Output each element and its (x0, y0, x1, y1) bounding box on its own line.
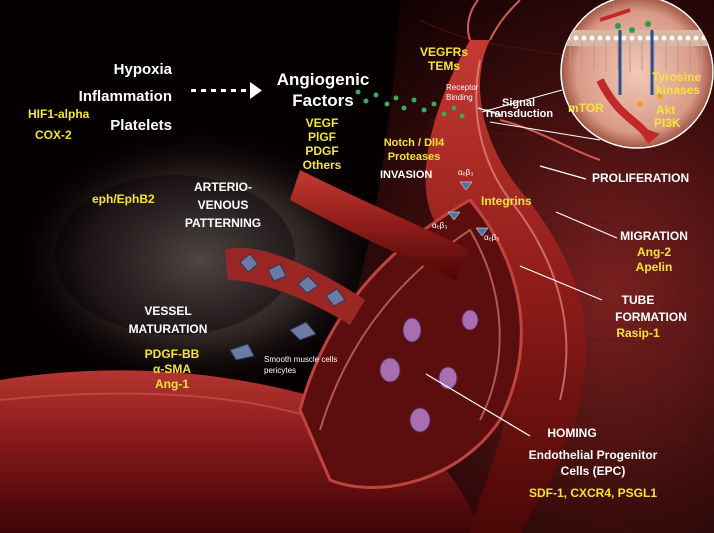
receptor-binding-1: Receptor (446, 83, 479, 92)
receptor-vegfrs: VEGFRs (419, 45, 468, 59)
av-patterning-1: ARTERIO- (194, 180, 252, 194)
marker-ang-1: Ang-1 (155, 377, 189, 391)
marker-rasip-1: Rasip-1 (616, 326, 660, 340)
marker-alpha-sma: α-SMA (152, 362, 192, 376)
factor-plgf: PlGF (307, 130, 336, 144)
marker-eph-ephb2: eph/EphB2 (92, 192, 155, 206)
stimulus-platelets: Platelets (110, 117, 172, 134)
smooth-muscle-2: pericytes (264, 366, 297, 375)
integrins-label: Integrins (481, 194, 532, 208)
notch-dll4: Notch / Dll4 (383, 137, 445, 149)
angiogenic-title-1: Angiogenic (276, 70, 370, 89)
maturation-2: MATURATION (128, 322, 208, 336)
stimulus-hypoxia: Hypoxia (113, 61, 172, 78)
migration-ang-2: Ang-2 (637, 245, 671, 259)
notch-proteases: Proteases (387, 151, 441, 163)
factor-pdgf: PDGF (305, 144, 339, 158)
marker-hif1-alpha: HIF1-alpha (28, 107, 90, 121)
maturation-1: VESSEL (144, 304, 192, 318)
kinase-pi3k: PI3K (654, 116, 681, 130)
signal-label-1: Signal (502, 97, 536, 109)
kinase-akt: Akt (656, 103, 676, 117)
tube-formation-1: TUBE (621, 293, 655, 307)
smooth-muscle-1: Smooth muscle cells (264, 355, 338, 364)
factor-vegf: VEGF (305, 116, 339, 130)
invasion-label: INVASION (380, 169, 433, 181)
av-patterning-2: VENOUS (197, 198, 249, 212)
proliferation-label: PROLIFERATION (592, 171, 690, 185)
marker-pdgf-bb: PDGF-BB (144, 347, 200, 361)
tube-formation-2: FORMATION (615, 310, 687, 324)
migration-title: MIGRATION (620, 229, 688, 243)
integrin-alpha-1: αₑβ₃ (458, 168, 474, 177)
stimulus-inflammation: Inflammation (78, 88, 172, 105)
av-patterning-3: PATTERNING (184, 216, 262, 230)
kinase-tyrosine-2: kinases (656, 83, 701, 97)
receptor-binding-2: Binding (446, 93, 473, 102)
integrin-alpha-3: αₑβ₅ (484, 233, 500, 242)
homing-markers: SDF-1, CXCR4, PSGL1 (528, 486, 658, 500)
migration-apelin: Apelin (635, 260, 673, 274)
marker-cox-2: COX-2 (35, 128, 72, 142)
factor-others: Others (302, 158, 342, 172)
angiogenic-title-2: Factors (292, 91, 354, 110)
kinase-tyrosine-1: Tyrosine (652, 70, 702, 84)
homing-epc-1: Endothelial Progenitor (528, 448, 658, 462)
receptor-tems: TEMs (427, 59, 460, 73)
kinase-mtor: mTOR (568, 101, 604, 115)
integrin-alpha-2: αₑβ₃ (432, 221, 448, 230)
homing-epc-2: Cells (EPC) (560, 464, 626, 478)
homing-title: HOMING (547, 426, 597, 440)
signal-label-2: Transduction (484, 108, 554, 120)
